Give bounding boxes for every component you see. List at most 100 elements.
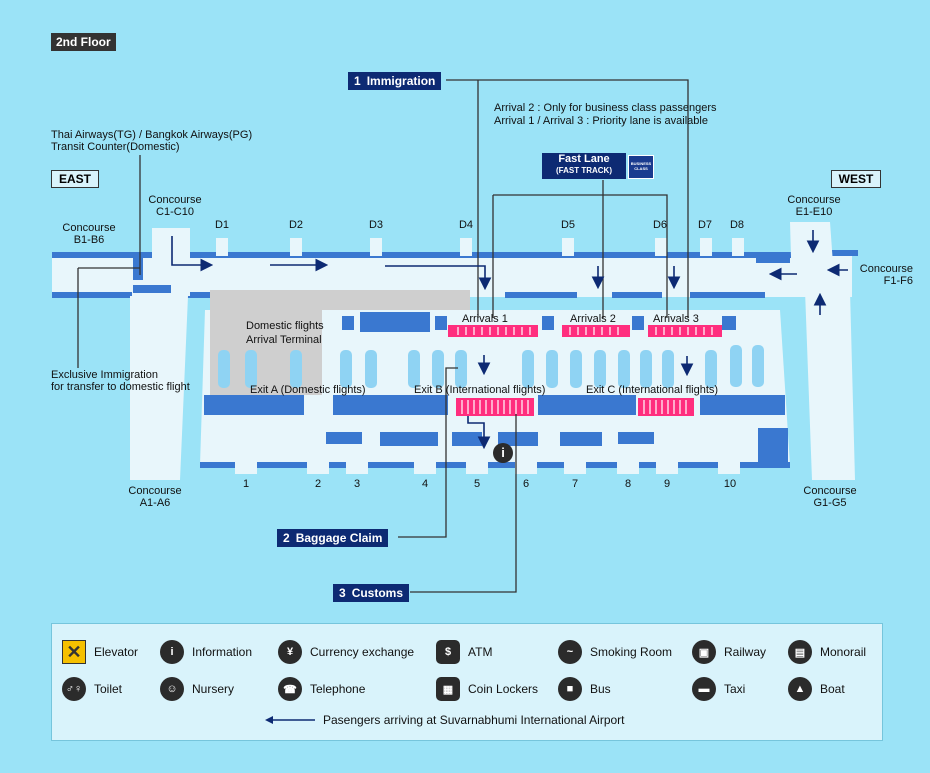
concourse-e-line2: E1-E10 (795, 206, 833, 218)
transit-counter-label: Thai Airways(TG) / Bangkok Airways(PG) T… (51, 129, 252, 153)
concourse-g-pier (805, 290, 855, 480)
legend-currency: ¥Currency exchange (278, 640, 414, 664)
concourse-c-label: Concourse C1-C10 (142, 194, 208, 218)
legend-nursery: ☺ Nursery (160, 677, 234, 701)
concourse-e-label: Concourse E1-E10 (781, 194, 847, 218)
smoking-room-icon: ~ (558, 640, 582, 664)
exclusive-immigration-label: Exclusive Immigration for transfer to do… (51, 369, 190, 393)
door-number: 5 (473, 478, 481, 490)
gate-label: D5 (560, 219, 576, 231)
step-label: Customs (351, 586, 404, 600)
transit-counter-line1: Thai Airways(TG) / Bangkok Airways(PG) (51, 129, 253, 141)
legend-label: Railway (724, 645, 767, 659)
door-number: 1 (242, 478, 250, 490)
information-marker (493, 443, 513, 463)
domestic-terminal-label: Domestic flights Arrival Terminal (246, 320, 324, 346)
legend-label: Bus (590, 682, 611, 696)
exit-c-label: Exit C (International flights) (586, 384, 719, 396)
arrival-note: Arrival 2 : Only for business class pass… (494, 102, 717, 128)
west-label: WEST (831, 170, 881, 188)
legend-label: Information (192, 645, 253, 659)
door-tabs (235, 462, 740, 474)
legend-bus: ■ Bus (558, 677, 611, 701)
legend-toilet: ♂♀Toilet (62, 677, 122, 701)
callout-lines (77, 79, 689, 593)
step-label: Baggage Claim (295, 531, 383, 545)
domestic-terminal-line1: Domestic flights (246, 320, 324, 332)
door-number: 2 (314, 478, 322, 490)
gate-label: D1 (214, 219, 230, 231)
concourse-g-label: Concourse G1-G5 (797, 485, 863, 509)
gate-label: D4 (458, 219, 474, 231)
legend-boat: ▲Boat (788, 677, 845, 701)
legend-smoking: ~Smoking Room (558, 640, 672, 664)
concourse-g-line1: Concourse (803, 485, 857, 497)
concourse-b-line1: Concourse (62, 222, 116, 234)
legend-label: Toilet (94, 682, 123, 696)
gate-label: D2 (288, 219, 304, 231)
door-number: 9 (663, 478, 671, 490)
arrivals-1-label: Arrivals 1 (462, 313, 508, 325)
concourse-b-label: Concourse B1-B6 (56, 222, 122, 246)
legend-elevator: ✕ Elevator (62, 640, 138, 664)
legend-route: Pasengers arriving at Suvarnabhumi Inter… (265, 713, 625, 727)
exit-a-label: Exit A (Domestic flights) (250, 384, 366, 396)
legend-label: Elevator (94, 645, 139, 659)
business-class-badge-text: BUSINESS CLASS (630, 161, 652, 171)
door-number: 8 (624, 478, 632, 490)
taxi-icon: ▬ (692, 677, 716, 701)
coin-lockers-icon: ▦ (436, 677, 460, 701)
gate-label: D7 (697, 219, 713, 231)
floor-label: 2nd Floor (51, 33, 116, 51)
legend-label: Telephone (310, 682, 366, 696)
baggage-belts (218, 345, 764, 388)
arrival-note-line2: Arrival 1 / Arrival 3 : Priority lane is… (494, 115, 708, 127)
step-number: 2 (283, 531, 290, 545)
legend-label: Boat (820, 682, 845, 696)
arrivals-2-label: Arrivals 2 (570, 313, 616, 325)
step-number: 1 (354, 74, 361, 88)
step-number: 3 (339, 586, 346, 600)
gate-stubs (216, 238, 744, 256)
exit-b-label: Exit B (International flights) (414, 384, 546, 396)
legend-label: Taxi (724, 682, 746, 696)
concourse-f-line2: F1-F6 (883, 275, 913, 287)
exclusive-immigration-line2: for transfer to domestic flight (51, 381, 190, 393)
step-immigration: 1 Immigration (348, 72, 442, 90)
concourse-a-line2: A1-A6 (139, 497, 171, 509)
fast-lane-title: Fast Lane (558, 153, 610, 165)
currency-exchange-icon: ¥ (278, 640, 302, 664)
elevator-icon: ✕ (62, 640, 86, 664)
step-baggage-claim: 2 Baggage Claim (277, 529, 389, 547)
monorail-icon: ▤ (788, 640, 812, 664)
concourse-c-pier (133, 228, 190, 296)
step-label: Immigration (366, 74, 436, 88)
telephone-icon: ☎ (278, 677, 302, 701)
concourse-a-pier (130, 296, 188, 480)
legend-label: Coin Lockers (468, 682, 539, 696)
legend-atm: $ATM (436, 640, 492, 664)
legend-label: Nursery (192, 682, 235, 696)
concourse-f-label: Concourse F1-F6 (851, 263, 913, 287)
terminal-body (200, 290, 790, 468)
nursery-icon: ☺ (160, 677, 184, 701)
concourse-a-label: Concourse A1-A6 (122, 485, 188, 509)
legend-label: Pasengers arriving at Suvarnabhumi Inter… (323, 713, 625, 727)
east-label: EAST (51, 170, 99, 188)
gate-label: D6 (652, 219, 668, 231)
arrival-note-line1: Arrival 2 : Only for business class pass… (494, 102, 717, 114)
info-marker-glyph: i (501, 445, 505, 460)
legend-label: ATM (468, 645, 493, 659)
bus-icon: ■ (558, 677, 582, 701)
concourse-e-pier (756, 222, 835, 292)
concourse-g-line2: G1-G5 (813, 497, 847, 509)
counter-stripes (457, 327, 713, 414)
exclusive-immigration-line1: Exclusive Immigration (51, 369, 158, 381)
concourse-c-line1: Concourse (148, 194, 202, 206)
legend-monorail: ▤Monorail (788, 640, 866, 664)
legend-telephone: ☎ Telephone (278, 677, 365, 701)
door-number: 10 (723, 478, 737, 490)
